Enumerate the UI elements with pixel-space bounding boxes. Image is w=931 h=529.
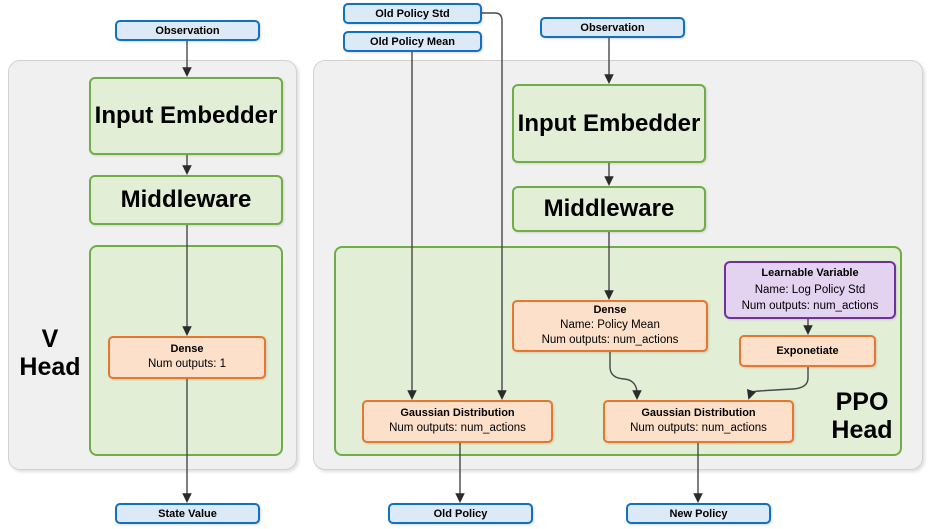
input-observation-ppo-label: Observation: [580, 21, 645, 34]
ppo-head-title: PPO Head: [823, 385, 901, 447]
learnable-variable-num-outputs: Num outputs: num_actions: [741, 299, 879, 312]
gaussian-old-num-outputs: Num outputs: num_actions: [389, 422, 526, 435]
v-head-title: V Head: [14, 322, 86, 384]
learnable-variable-title: Learnable Variable: [761, 267, 859, 280]
ppo-head-middleware-label: Middleware: [543, 195, 675, 222]
ppo-head-dense-title: Dense: [593, 304, 627, 317]
output-state-value-label: State Value: [158, 507, 217, 520]
gaussian-new-num-outputs: Num outputs: num_actions: [630, 422, 767, 435]
ppo-head-title-line1: PPO: [835, 388, 889, 416]
input-old-policy-mean-label: Old Policy Mean: [370, 35, 455, 48]
output-old-policy[interactable]: Old Policy: [388, 503, 533, 524]
exponetiate-title: Exponetiate: [776, 344, 839, 357]
v-head-dense-title: Dense: [170, 343, 204, 356]
v-head-input-embedder-label: Input Embedder: [94, 102, 278, 129]
output-state-value[interactable]: State Value: [115, 503, 260, 524]
input-old-policy-mean[interactable]: Old Policy Mean: [343, 31, 482, 52]
input-observation-ppo[interactable]: Observation: [540, 17, 685, 38]
input-old-policy-std-label: Old Policy Std: [375, 7, 450, 20]
learnable-variable-name: Name: Log Policy Std: [754, 283, 866, 296]
ppo-head-exponetiate[interactable]: Exponetiate: [739, 335, 876, 367]
ppo-head-learnable-variable[interactable]: Learnable Variable Name: Log Policy Std …: [724, 261, 896, 319]
ppo-head-gaussian-new[interactable]: Gaussian Distribution Num outputs: num_a…: [603, 400, 794, 443]
ppo-head-middleware[interactable]: Middleware: [512, 186, 706, 232]
gaussian-old-title: Gaussian Distribution: [400, 407, 515, 420]
gaussian-new-title: Gaussian Distribution: [641, 407, 756, 420]
ppo-head-input-embedder-label: Input Embedder: [517, 109, 701, 137]
ppo-head-dense-policy-mean[interactable]: Dense Name: Policy Mean Num outputs: num…: [512, 300, 708, 352]
v-head-input-embedder[interactable]: Input Embedder: [89, 77, 283, 155]
ppo-head-gaussian-old[interactable]: Gaussian Distribution Num outputs: num_a…: [362, 400, 553, 443]
input-observation-v-label: Observation: [155, 24, 220, 37]
ppo-head-dense-name: Name: Policy Mean: [560, 318, 660, 331]
output-new-policy[interactable]: New Policy: [626, 503, 771, 524]
output-new-policy-label: New Policy: [669, 507, 728, 520]
ppo-head-input-embedder[interactable]: Input Embedder: [512, 84, 706, 163]
v-head-dense-num-outputs: Num outputs: 1: [148, 358, 226, 371]
ppo-head-title-line2: Head: [831, 416, 893, 444]
ppo-head-dense-num-outputs: Num outputs: num_actions: [541, 334, 679, 347]
v-head-middleware-label: Middleware: [120, 186, 252, 213]
output-old-policy-label: Old Policy: [433, 507, 488, 520]
input-observation-v[interactable]: Observation: [115, 20, 260, 41]
v-head-title-line1: V: [41, 325, 59, 353]
input-old-policy-std[interactable]: Old Policy Std: [343, 3, 482, 24]
v-head-middleware[interactable]: Middleware: [89, 175, 283, 225]
v-head-dense[interactable]: Dense Num outputs: 1: [108, 336, 266, 379]
v-head-title-line2: Head: [19, 353, 81, 381]
